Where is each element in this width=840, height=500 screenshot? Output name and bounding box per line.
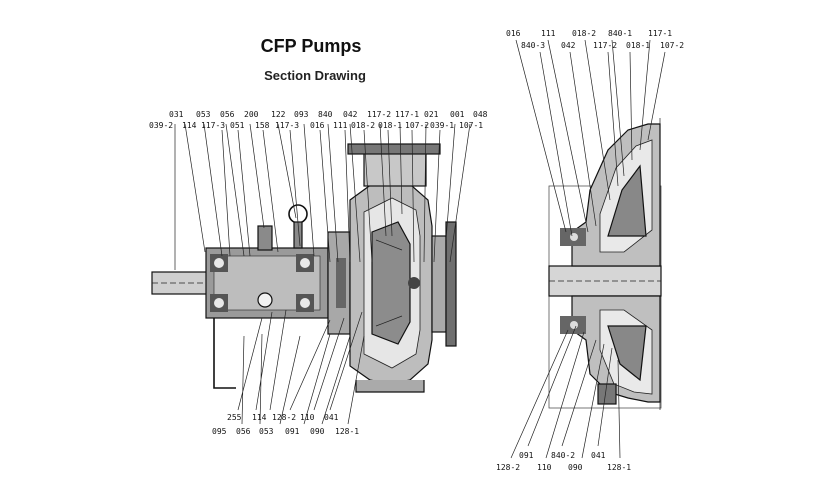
- label-117-3: 117-3: [201, 121, 225, 130]
- label-041: 041: [324, 413, 339, 422]
- lower-impeller-section: [607, 325, 647, 382]
- label-107-1: 107-1: [459, 121, 483, 130]
- suction-flange: [445, 221, 457, 347]
- label-091: 091: [285, 427, 300, 436]
- left-leader-lines: [174, 123, 471, 425]
- right-label-090: 090: [568, 463, 583, 472]
- label-053: 053: [196, 110, 211, 119]
- label-042: 042: [343, 110, 358, 119]
- label-117-1: 117-1: [395, 110, 419, 119]
- right-label-042: 042: [561, 41, 576, 50]
- right-label-840-3: 840-3: [521, 41, 545, 50]
- left-top-labels-row1: 031 053 056 200 122 093 840 042 117-2 11…: [169, 110, 488, 119]
- left-top-labels-row2: 039-2 114 117-3 051 158 117-3 016 111 01…: [149, 121, 483, 130]
- discharge-nozzle: [363, 151, 427, 187]
- label-039-1: 039-1: [430, 121, 454, 130]
- label-114-bottom: 114: [252, 413, 267, 422]
- left-bottom-labels: 255 114 128-2 110 041 095 056 053 091 09…: [212, 413, 359, 436]
- right-label-128-1: 128-1: [607, 463, 631, 472]
- casing-foot: [355, 380, 425, 393]
- right-label-110: 110: [537, 463, 552, 472]
- label-051: 051: [230, 121, 245, 130]
- right-label-117-1: 117-1: [648, 29, 672, 38]
- right-leader-lines: [510, 39, 666, 459]
- right-label-018-1: 018-1: [626, 41, 650, 50]
- label-039-2: 039-2: [149, 121, 173, 130]
- label-107-2: 107-2: [405, 121, 429, 130]
- label-128-2: 128-2: [272, 413, 296, 422]
- right-label-840-1: 840-1: [608, 29, 632, 38]
- label-255: 255: [227, 413, 242, 422]
- upper-impeller-section: [607, 164, 647, 237]
- label-128-1: 128-1: [335, 427, 359, 436]
- right-label-016: 016: [506, 29, 521, 38]
- label-110: 110: [300, 413, 315, 422]
- right-detail-section: [548, 118, 662, 410]
- drawing-title: CFP Pumps: [260, 36, 362, 56]
- right-label-128-2: 128-2: [496, 463, 520, 472]
- impeller: [371, 221, 411, 345]
- right-label-091: 091: [519, 451, 534, 460]
- right-label-111: 111: [541, 29, 556, 38]
- label-090: 090: [310, 427, 325, 436]
- right-label-041: 041: [591, 451, 606, 460]
- label-117-2: 117-2: [367, 110, 391, 119]
- label-158: 158: [255, 121, 270, 130]
- right-label-107-2: 107-2: [660, 41, 684, 50]
- oil-filler-cap: [257, 225, 273, 251]
- label-031: 031: [169, 110, 184, 119]
- label-114: 114: [182, 121, 197, 130]
- discharge-flange: [347, 143, 441, 155]
- label-200: 200: [244, 110, 259, 119]
- right-label-117-2: 117-2: [593, 41, 617, 50]
- right-label-840-2: 840-2: [551, 451, 575, 460]
- label-122: 122: [271, 110, 286, 119]
- label-001: 001: [450, 110, 465, 119]
- label-056: 056: [220, 110, 235, 119]
- support-foot: [213, 318, 236, 389]
- left-pump-section: [151, 143, 457, 393]
- label-018-1: 018-1: [378, 121, 402, 130]
- label-018-2: 018-2: [351, 121, 375, 130]
- label-111: 111: [333, 121, 348, 130]
- right-top-labels: 016 111 018-2 840-1 117-1 840-3 042 117-…: [506, 29, 684, 50]
- label-840: 840: [318, 110, 333, 119]
- right-label-018-2: 018-2: [572, 29, 596, 38]
- label-093: 093: [294, 110, 309, 119]
- label-117-3b: 117-3: [275, 121, 299, 130]
- label-021: 021: [424, 110, 439, 119]
- drawing-subtitle: Section Drawing: [264, 68, 366, 83]
- label-053-bottom: 053: [259, 427, 274, 436]
- label-095: 095: [212, 427, 227, 436]
- label-048: 048: [473, 110, 488, 119]
- right-bottom-labels: 091 840-2 041 128-2 110 090 128-1: [496, 451, 631, 472]
- label-056-bottom: 056: [236, 427, 251, 436]
- label-016: 016: [310, 121, 325, 130]
